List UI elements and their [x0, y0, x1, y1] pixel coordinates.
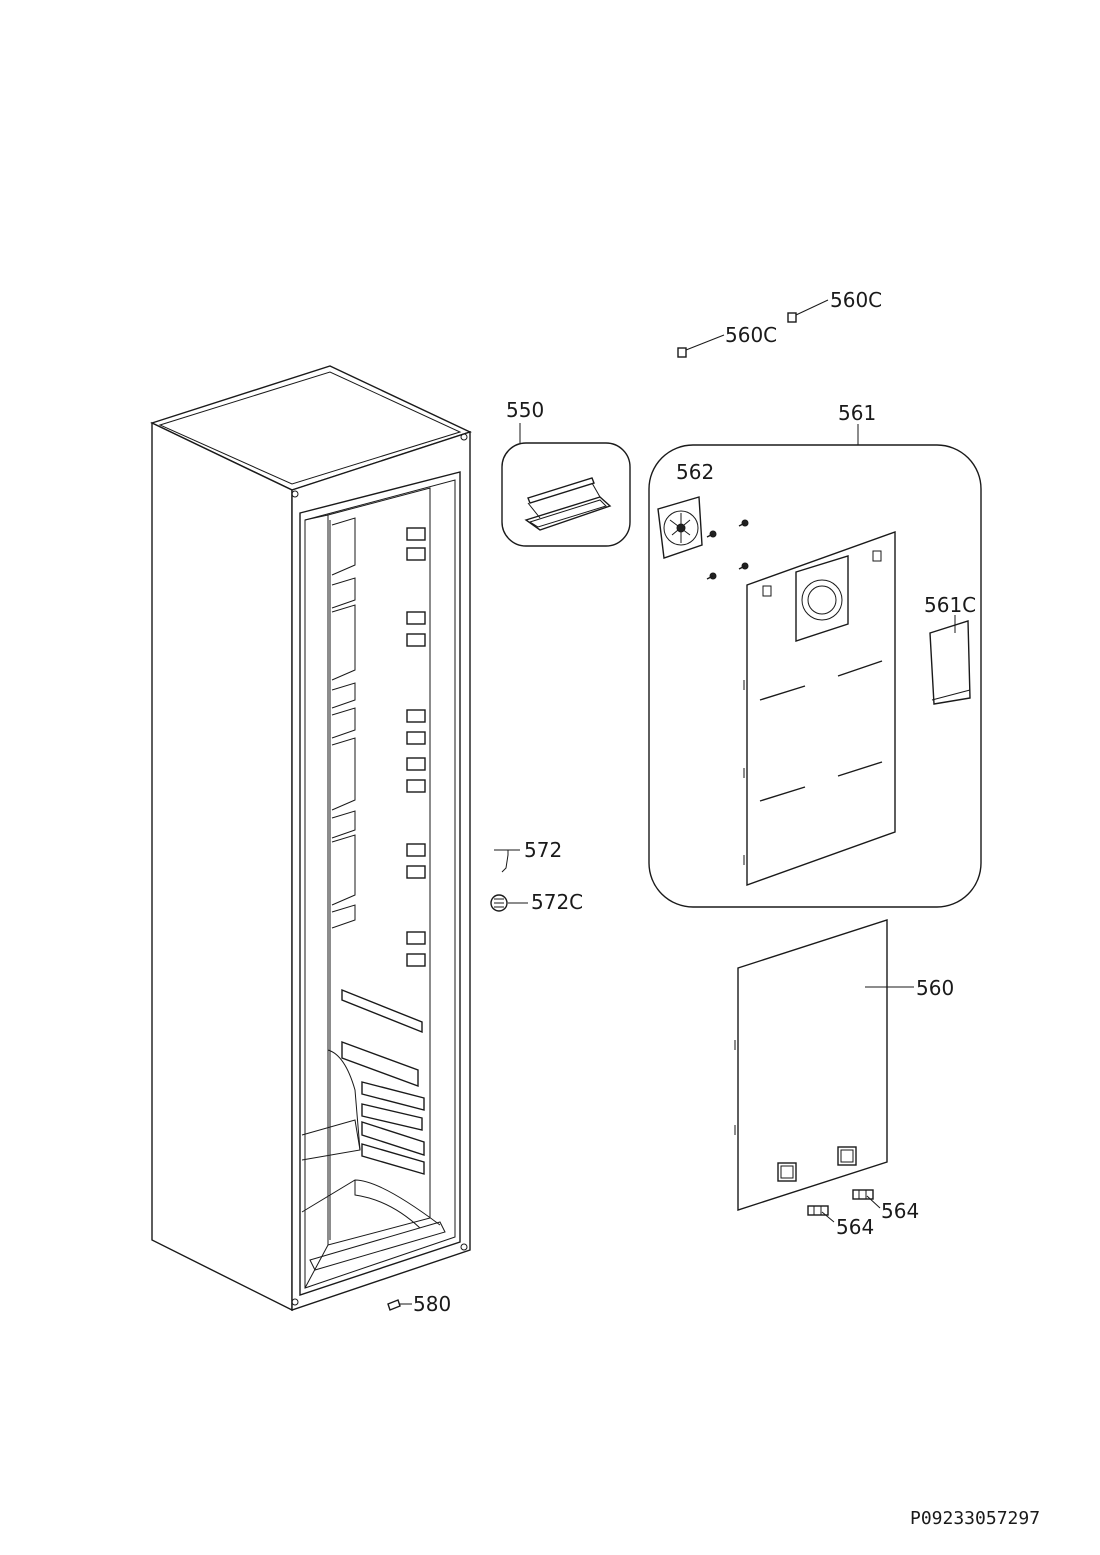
- screws: [706, 519, 749, 580]
- callout-564-b: 564: [881, 1199, 919, 1223]
- callout-561: 561: [838, 401, 876, 425]
- callout-561c: 561C: [924, 593, 976, 617]
- callout-572: 572: [524, 838, 562, 862]
- part-561-group: [648, 424, 982, 908]
- sensor-572: [490, 849, 528, 912]
- part-550-group: [501, 423, 631, 547]
- left-shelf-supports: [331, 517, 356, 929]
- callout-550: 550: [506, 398, 544, 422]
- right-shelf-clips: [406, 527, 426, 967]
- refrigerator-cabinet: [150, 365, 472, 1312]
- clips-560c: [677, 299, 829, 358]
- callout-562: 562: [676, 460, 714, 484]
- callout-560c-a: 560C: [725, 323, 777, 347]
- callout-564-a: 564: [836, 1215, 874, 1239]
- callout-560: 560: [916, 976, 954, 1000]
- fan-562: [657, 496, 703, 559]
- clips-564: [807, 1189, 881, 1223]
- reference-code: P09233057297: [910, 1508, 1040, 1529]
- part-560-panel: [734, 919, 914, 1211]
- part-580: [387, 1299, 412, 1311]
- callout-580: 580: [413, 1292, 451, 1316]
- callout-560c-b: 560C: [830, 288, 882, 312]
- callout-572c: 572C: [531, 890, 583, 914]
- bottom-rails: [341, 988, 425, 1175]
